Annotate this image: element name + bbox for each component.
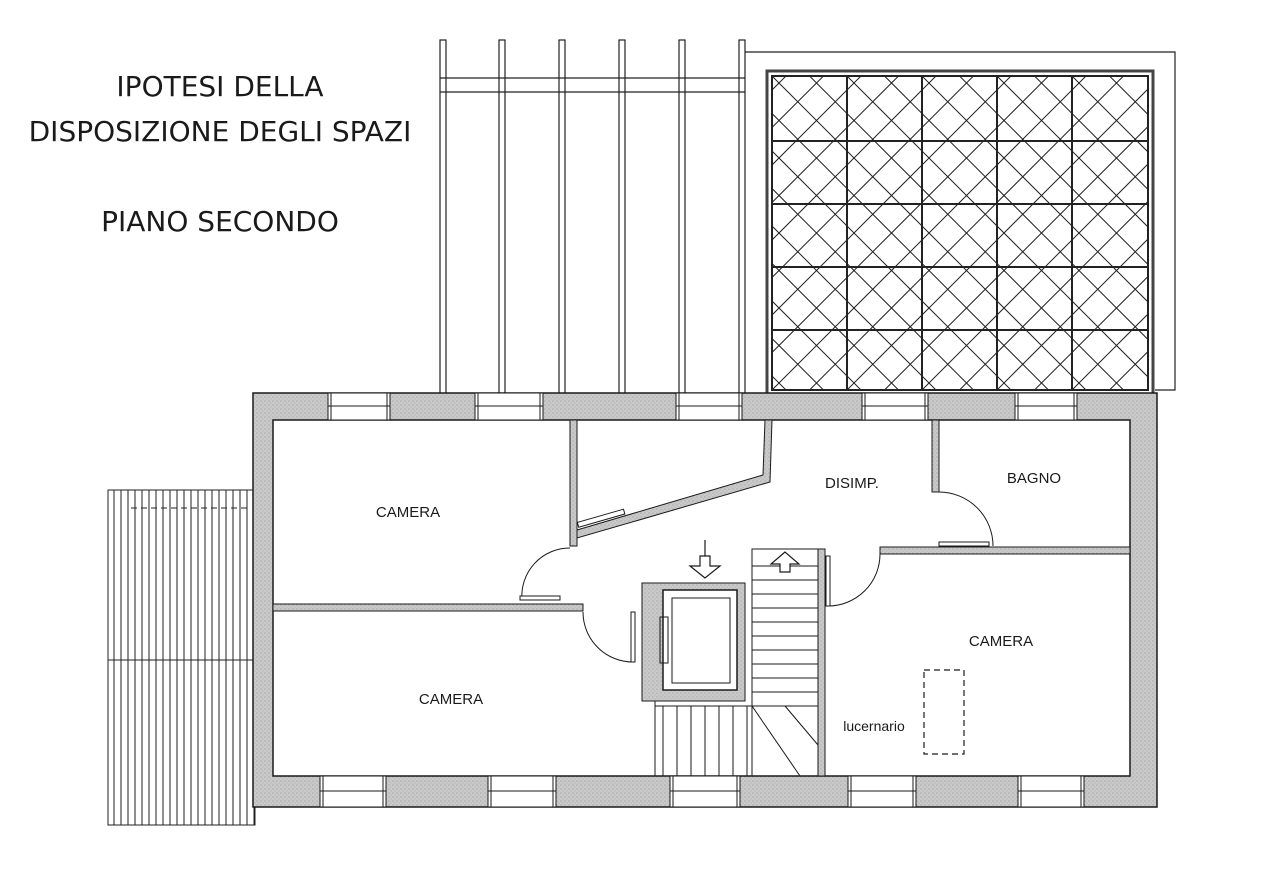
tiled-terrace bbox=[765, 69, 1155, 397]
door-swings bbox=[519, 491, 994, 663]
room-label-camera-top-left: CAMERA bbox=[376, 504, 440, 521]
room-label-bagno: BAGNO bbox=[1007, 470, 1061, 487]
windows bbox=[319, 392, 1085, 808]
skylight-outline bbox=[923, 669, 965, 755]
walls bbox=[252, 392, 1158, 808]
room-label-camera-right: CAMERA bbox=[969, 633, 1033, 650]
floor-title: PIANO SECONDO bbox=[101, 205, 339, 238]
room-label-disimpegno: DISIMP. bbox=[825, 475, 879, 492]
room-label-camera-bottom-left: CAMERA bbox=[419, 691, 483, 708]
wooden-deck bbox=[107, 489, 256, 826]
down-arrow-icon bbox=[688, 555, 722, 579]
staircase bbox=[654, 548, 819, 777]
pergola bbox=[439, 39, 1176, 396]
arrow-icons bbox=[688, 540, 801, 579]
up-arrow-icon bbox=[769, 551, 801, 573]
title-line-1: IPOTESI DELLA bbox=[116, 70, 324, 103]
title-line-2: DISPOSIZIONE DEGLI SPAZI bbox=[28, 115, 412, 148]
skylight-label: lucernario bbox=[843, 718, 905, 734]
